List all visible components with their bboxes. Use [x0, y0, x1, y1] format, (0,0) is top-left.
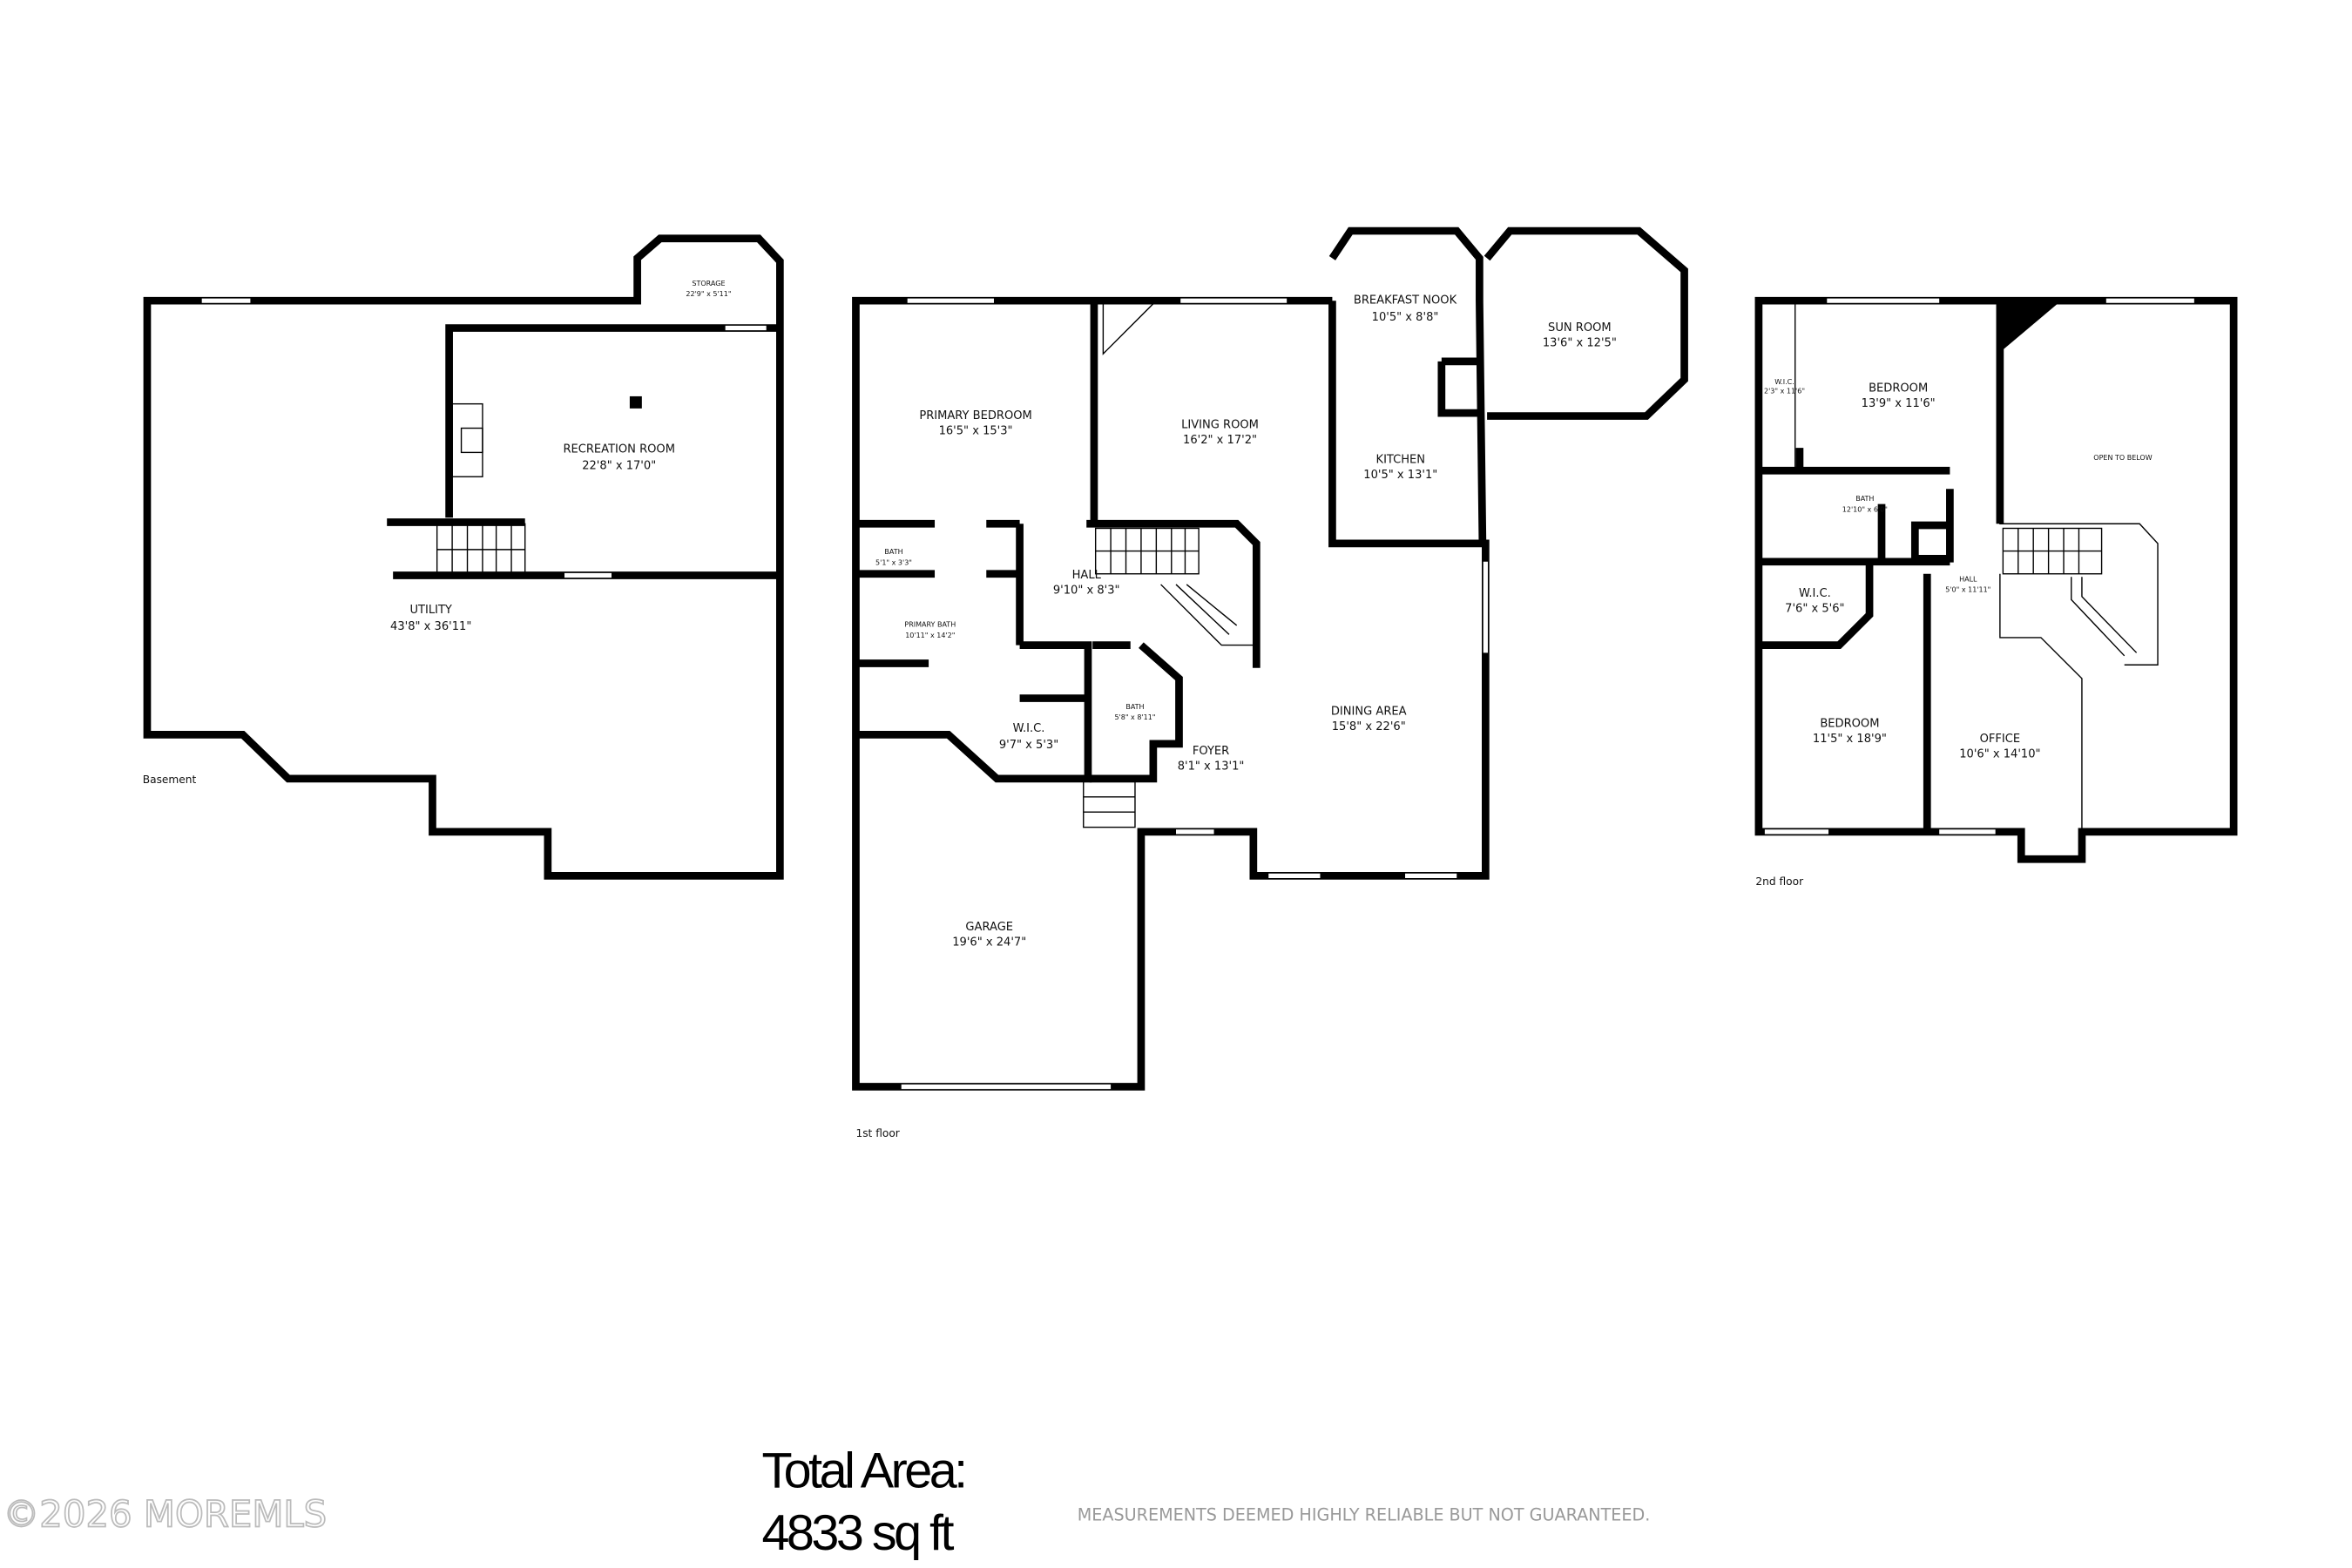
- room-size: 9'7" x 5'3": [999, 739, 1058, 752]
- room-name: W.I.C.: [1013, 722, 1045, 735]
- room-name: KITCHEN: [1376, 454, 1426, 467]
- room-name: SUN ROOM: [1548, 321, 1612, 335]
- room-name: GARAGE: [965, 921, 1013, 934]
- room-size: 15'8" x 22'6": [1332, 720, 1406, 733]
- first-floor-stairs: [1083, 302, 1254, 828]
- basement-plan: STORAGE 22'9" x 5'11" RECREATION ROOM 22…: [143, 234, 784, 880]
- room-name: STORAGE: [692, 280, 725, 287]
- room-name: OFFICE: [1980, 733, 2020, 746]
- room-name: DINING AREA: [1331, 706, 1407, 719]
- room-size: 12'10" x 6'0": [1842, 505, 1888, 513]
- total-area-label: Total Area:: [761, 1443, 964, 1498]
- room-name: RECREATION ROOM: [563, 443, 675, 456]
- second-floor-stairs: [1999, 470, 2159, 832]
- room-name: OPEN TO BELOW: [2093, 454, 2152, 462]
- room-size: 10'6" x 14'10": [1959, 748, 2040, 761]
- floor-label: 2nd floor: [1755, 875, 1804, 888]
- room-name: PRIMARY BEDROOM: [919, 409, 1031, 422]
- first-floor-plan: PRIMARY BEDROOM 16'5" x 15'3" LIVING ROO…: [852, 226, 1688, 1139]
- room-name: BREAKFAST NOOK: [1354, 294, 1457, 308]
- room-name: HALL: [1072, 569, 1102, 582]
- room-size: 16'2" x 17'2": [1183, 434, 1257, 447]
- room-size: 5'8" x 8'11": [1114, 713, 1155, 721]
- room-size: 22'9" x 5'11": [686, 290, 731, 298]
- room-name: UTILITY: [409, 604, 451, 617]
- room-name: BEDROOM: [1820, 718, 1879, 731]
- second-floor-plan: W.I.C. 2'3" x 11'6" BEDROOM 13'9" x 11'6…: [1754, 296, 2238, 888]
- room-name: W.I.C.: [1774, 378, 1794, 386]
- room-name: BATH: [1125, 703, 1144, 711]
- room-size: 7'6" x 5'6": [1785, 602, 1844, 615]
- column: [629, 395, 642, 409]
- room-name: W.I.C.: [1799, 587, 1831, 600]
- room-size: 13'9" x 11'6": [1862, 397, 1936, 410]
- room-name: PRIMARY BATH: [904, 621, 956, 629]
- room-size: 13'6" x 12'5": [1543, 336, 1617, 349]
- room-size: 8'1" x 13'1": [1178, 760, 1245, 773]
- room-size: 10'5" x 13'1": [1363, 469, 1437, 482]
- total-area-value: 4833 sq ft: [761, 1505, 954, 1561]
- room-name: BATH: [1855, 495, 1874, 503]
- room-name: HALL: [1959, 575, 1977, 583]
- room-size: 19'6" x 24'7": [952, 936, 1026, 950]
- room-size: 22'8" x 17'0": [582, 460, 656, 473]
- floor-label: 1st floor: [855, 1127, 900, 1139]
- room-name: FOYER: [1193, 745, 1229, 758]
- basement-stairs: [436, 523, 526, 575]
- room-size: 5'0" x 11'11": [1945, 586, 1990, 594]
- room-name: LIVING ROOM: [1181, 419, 1259, 432]
- room-size: 9'10" x 8'3": [1053, 584, 1120, 597]
- room-name: BEDROOM: [1869, 382, 1928, 395]
- floor-label: Basement: [143, 774, 197, 786]
- room-size: 5'1" x 3'3": [875, 558, 912, 566]
- room-size: 16'5" x 15'3": [939, 424, 1013, 437]
- fireplace: [451, 402, 483, 477]
- room-size: 10'5" x 8'8": [1372, 311, 1439, 324]
- room-name: BATH: [884, 548, 902, 556]
- room-size: 2'3" x 11'6": [1764, 387, 1805, 395]
- room-size: 11'5" x 18'9": [1813, 733, 1887, 746]
- room-size: 10'11" x 14'2": [905, 632, 955, 639]
- watermark: ©2026 MOREMLS: [3, 1493, 327, 1536]
- room-size: 43'8" x 36'11": [390, 620, 471, 633]
- disclaimer: MEASUREMENTS DEEMED HIGHLY RELIABLE BUT …: [1078, 1505, 1651, 1525]
